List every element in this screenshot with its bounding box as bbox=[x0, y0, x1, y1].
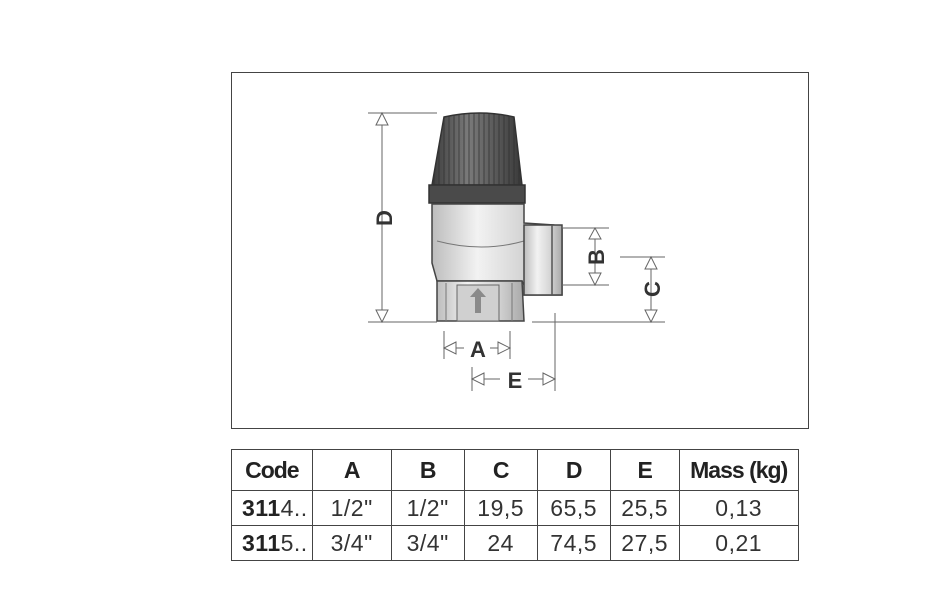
code-prefix: 311 bbox=[242, 494, 281, 521]
cell-d: 65,5 bbox=[536, 490, 611, 526]
code-prefix: 311 bbox=[242, 529, 281, 556]
cell-mass: 0,13 bbox=[678, 490, 799, 526]
cell-code: 3114.. bbox=[231, 490, 313, 526]
code-suffix: 5.. bbox=[280, 529, 308, 556]
cell-d: 74,5 bbox=[536, 525, 611, 561]
cell-code: 3115.. bbox=[231, 525, 313, 561]
table-row: 3115.. 3/4" 3/4" 24 74,5 27,5 0,21 bbox=[231, 525, 799, 561]
column-header-code: Code bbox=[231, 449, 313, 491]
table-row: 3114.. 1/2" 1/2" 19,5 65,5 25,5 0,13 bbox=[231, 490, 799, 526]
column-header-e: E bbox=[609, 449, 680, 491]
dim-label-d: D bbox=[372, 210, 397, 226]
code-suffix: 4.. bbox=[280, 494, 308, 521]
cell-mass: 0,21 bbox=[678, 525, 799, 561]
dim-label-e: E bbox=[508, 368, 523, 393]
technical-drawing-frame: D B C A bbox=[231, 72, 809, 429]
cell-b: 1/2" bbox=[390, 490, 465, 526]
specification-table: Code A B C D E Mass (kg) 3114.. 1/2" 1/2… bbox=[231, 449, 799, 561]
dimension-d bbox=[368, 111, 437, 324]
valve-drawing: D B C A bbox=[368, 111, 665, 393]
column-header-a: A bbox=[311, 449, 392, 491]
flow-arrow-icon bbox=[470, 288, 486, 313]
cell-e: 25,5 bbox=[609, 490, 680, 526]
table-header-row: Code A B C D E Mass (kg) bbox=[231, 449, 799, 491]
dim-label-b: B bbox=[584, 249, 609, 265]
dimension-c bbox=[532, 255, 665, 324]
cell-a: 3/4" bbox=[311, 525, 392, 561]
dim-label-c: C bbox=[640, 281, 665, 297]
cell-e: 27,5 bbox=[609, 525, 680, 561]
dimension-e bbox=[470, 313, 557, 391]
cell-b: 3/4" bbox=[390, 525, 465, 561]
column-header-b: B bbox=[390, 449, 465, 491]
dim-label-a: A bbox=[470, 337, 486, 362]
cell-a: 1/2" bbox=[311, 490, 392, 526]
valve-knob bbox=[428, 112, 526, 204]
cell-c: 24 bbox=[463, 525, 538, 561]
dimension-b bbox=[562, 226, 609, 287]
valve-body bbox=[431, 203, 563, 322]
dimension-a bbox=[442, 331, 512, 359]
column-header-d: D bbox=[536, 449, 611, 491]
cell-c: 19,5 bbox=[463, 490, 538, 526]
column-header-mass: Mass (kg) bbox=[678, 449, 799, 491]
column-header-c: C bbox=[463, 449, 538, 491]
